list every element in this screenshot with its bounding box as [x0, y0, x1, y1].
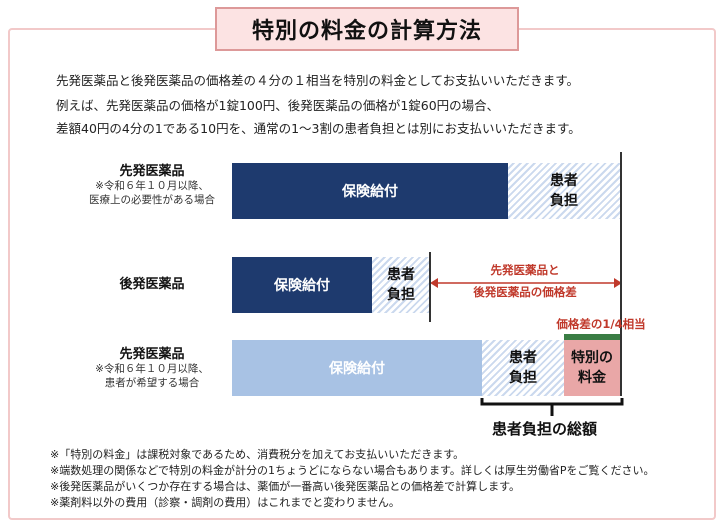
row2-patient-line1: 患者	[387, 267, 415, 283]
brand-end-line	[620, 152, 622, 396]
footnote-2: ※端数処理の関係などで特別の料金が計分の1ちょうどにならない場合もあります。詳し…	[50, 464, 655, 477]
row2-label: 後発医薬品	[62, 273, 242, 292]
footnote-1: ※「特別の料金」は課税対象であるため、消費税分を加えてお支払いいただきます。	[50, 448, 465, 461]
footnote-4: ※薬剤料以外の費用（診察・調剤の費用）はこれまでと変わりません。	[50, 496, 400, 509]
intro-line-3: 差額40円の4分の1である10円を、通常の1～3割の患者負担とは別にお支払いいた…	[56, 121, 581, 136]
row1-label: 先発医薬品 ※令和６年１０月以降、 医療上の必要性がある場合	[62, 160, 242, 207]
price-diff-label-2: 後発医薬品の価格差	[473, 285, 577, 299]
row1-note1: ※令和６年１０月以降、	[95, 180, 209, 192]
row2-patient-bar: 患者 負担	[372, 257, 430, 313]
price-diff-label-1: 先発医薬品と	[440, 262, 610, 278]
row3-patient-line2: 負担	[509, 370, 537, 386]
row3-patient-line1: 患者	[509, 350, 537, 366]
row3-special-line2: 料金	[578, 370, 606, 386]
row1-patient-line1: 患者	[550, 173, 578, 189]
title-box: 特別の料金の計算方法	[215, 7, 519, 51]
row1-insurance-label: 保険給付	[342, 184, 398, 200]
total-bracket	[480, 398, 624, 416]
row1-insurance-bar: 保険給付	[232, 163, 508, 219]
row3-insurance-label: 保険給付	[329, 361, 385, 377]
row3-special-fee-bar: 特別の 料金	[564, 334, 620, 396]
row2-insurance-label: 保険給付	[274, 278, 330, 294]
row3-name: 先発医薬品	[119, 347, 185, 362]
row3-patient-bar: 患者 負担	[482, 340, 564, 396]
row3-insurance-bar: 保険給付	[232, 340, 482, 396]
row2-name: 後発医薬品	[119, 277, 185, 292]
footnote-3: ※後発医薬品がいくつか存在する場合は、薬価が一番高い後発医薬品との価格差で計算し…	[50, 480, 521, 493]
row2-patient-line2: 負担	[387, 287, 415, 303]
quarter-label: 価格差の1/4相当	[556, 317, 646, 331]
row3-special-line1: 特別の	[571, 350, 613, 366]
intro-line-2: 例えば、先発医薬品の価格が1錠100円、後発医薬品の価格が1錠60円の場合、	[56, 98, 500, 113]
intro-line-1: 先発医薬品と後発医薬品の価格差の４分の１相当を特別の料金としてお支払いいただきま…	[56, 73, 580, 88]
row3-label: 先発医薬品 ※令和６年１０月以降、 患者が希望する場合	[62, 343, 242, 390]
total-label: 患者負担の総額	[492, 420, 598, 438]
row3-note2: 患者が希望する場合	[104, 377, 200, 389]
generic-end-line	[429, 252, 431, 322]
footnotes: ※「特別の料金」は課税対象であるため、消費税分を加えてお支払いいただきます。 ※…	[50, 447, 655, 511]
price-diff-arrow	[430, 278, 622, 288]
row1-name: 先発医薬品	[119, 164, 185, 179]
row3-note1: ※令和６年１０月以降、	[95, 363, 209, 375]
page-title: 特別の料金の計算方法	[251, 19, 482, 44]
row1-note2: 医療上の必要性がある場合	[89, 194, 215, 206]
row1-patient-line2: 負担	[550, 193, 578, 209]
row1-patient-bar: 患者 負担	[508, 163, 620, 219]
row2-insurance-bar: 保険給付	[232, 257, 372, 313]
